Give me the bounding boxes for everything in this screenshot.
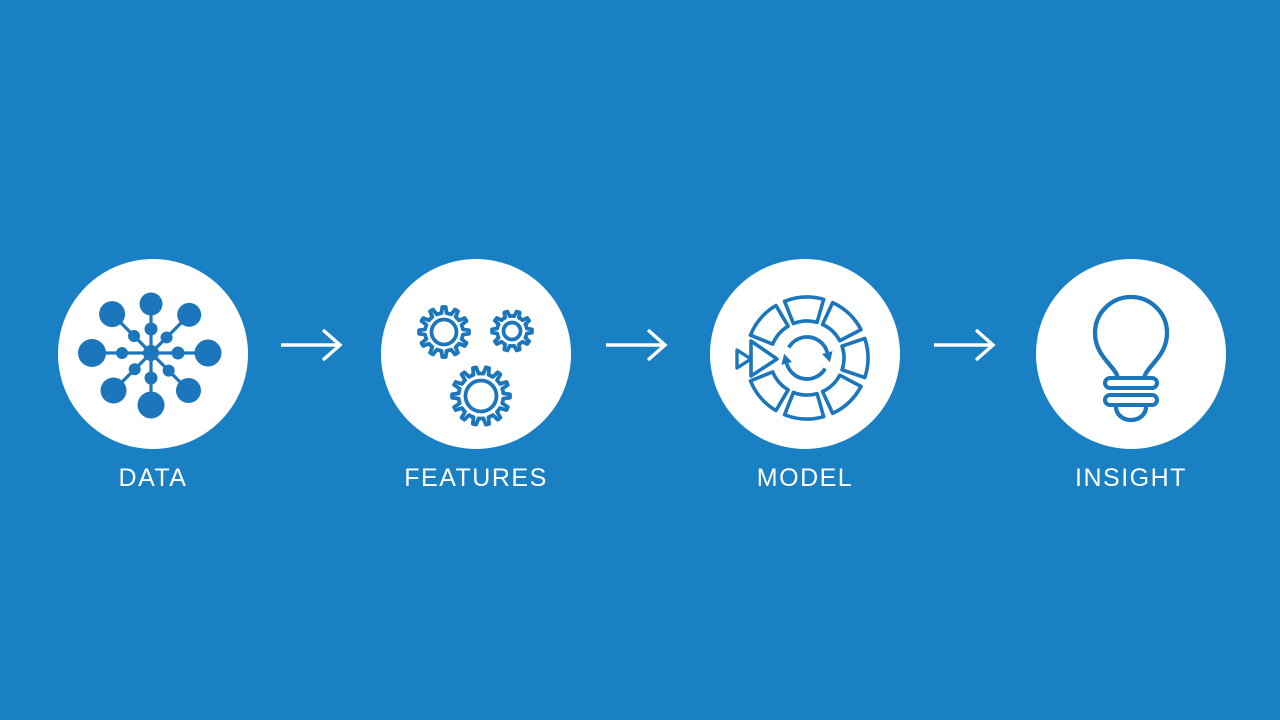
stage-insight: INSIGHT bbox=[1031, 259, 1231, 491]
stage-circle bbox=[710, 259, 900, 449]
stage-circle bbox=[58, 259, 248, 449]
stage-label: FEATURES bbox=[404, 464, 548, 492]
arrow-right-icon bbox=[604, 327, 670, 363]
model-cycle-icon bbox=[710, 259, 900, 449]
lightbulb-icon bbox=[1036, 259, 1226, 449]
arrow-right-icon bbox=[932, 327, 998, 363]
arrow-right-icon bbox=[279, 327, 345, 363]
stage-circle bbox=[1036, 259, 1226, 449]
data-network-icon bbox=[58, 259, 248, 449]
stage-label: DATA bbox=[118, 464, 188, 492]
stage-label: INSIGHT bbox=[1075, 464, 1187, 492]
stage-circle bbox=[381, 259, 571, 449]
stage-label: MODEL bbox=[756, 464, 854, 492]
stage-data: DATA bbox=[53, 259, 253, 491]
gears-icon bbox=[381, 259, 571, 449]
stage-features: FEATURES bbox=[376, 259, 576, 491]
stage-model: MODEL bbox=[705, 259, 905, 491]
